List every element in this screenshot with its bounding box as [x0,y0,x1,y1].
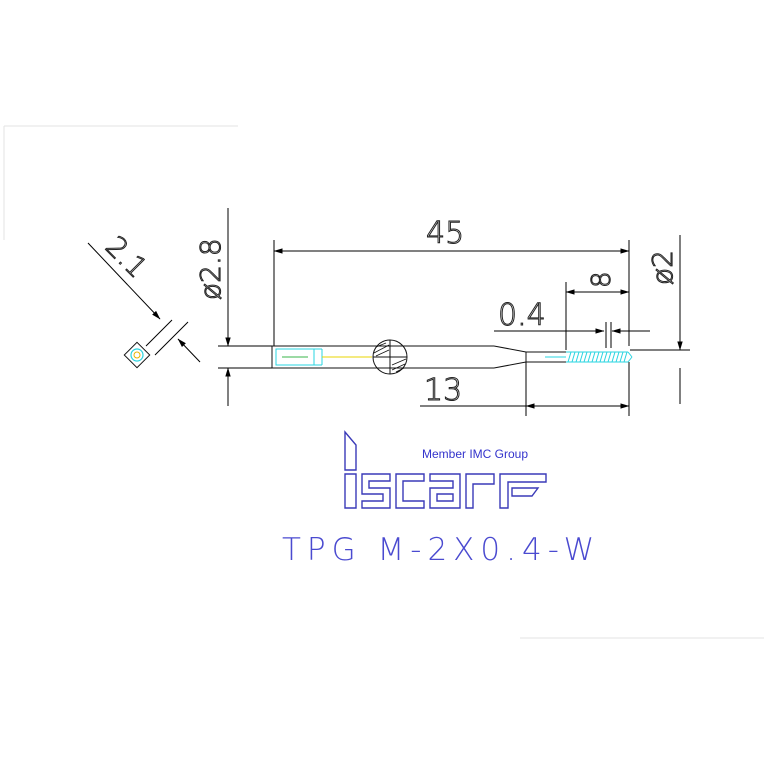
tap-body [271,345,566,369]
neck-length-dimension: 13 [420,362,630,416]
overall-length-label: 45 [426,216,464,251]
iscar-logo: Member IMC Group [344,430,547,509]
pitch-label: 0.4 [498,298,546,333]
sheet-border [3,125,764,639]
tip-diameter-label: ø2 [646,250,679,285]
tip-diameter-dimension: ø2 [630,235,690,404]
logo-tagline: Member IMC Group [422,447,528,461]
thread-length-dimension: 8 [565,271,630,350]
section-view-circle [372,339,408,375]
square-end-view: 2.1 [87,229,201,369]
thread-section [545,351,633,363]
overall-length-dimension: 45 [273,216,630,346]
square-dimension: 2.1 [99,230,154,285]
neck-length-label: 13 [424,373,462,408]
thread-length-label: 8 [587,271,617,288]
shank-diameter-label: ø2.8 [194,238,227,300]
product-designation: TPG M-2X0.4-W [282,532,600,568]
pitch-dimension: 0.4 [494,298,650,348]
shank-diameter-dimension: ø2.8 [194,208,272,406]
